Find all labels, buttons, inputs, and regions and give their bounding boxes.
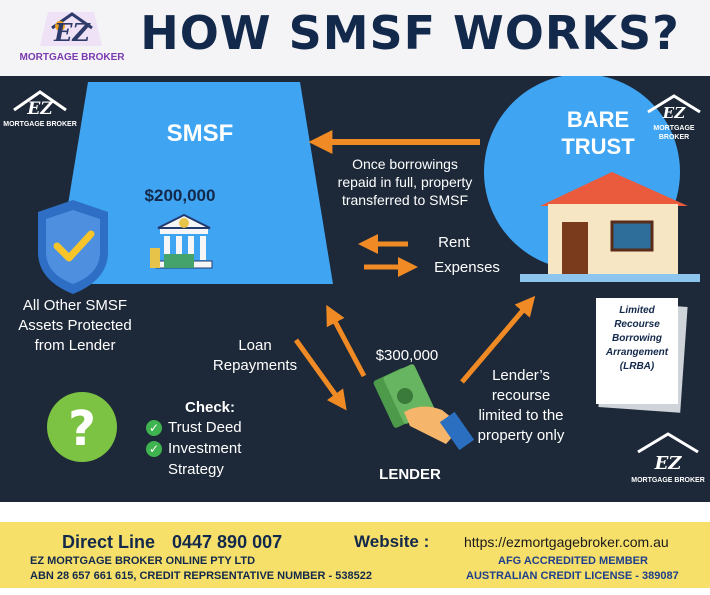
header-bar	[0, 0, 710, 76]
watermark-logo-text: EZ	[662, 104, 686, 122]
smsf-amount: $200,000	[144, 186, 216, 205]
question-icon: ?	[47, 392, 117, 462]
loan-repayments-line1: Loan	[238, 337, 272, 354]
smsf-shape	[55, 82, 333, 284]
watermark-logo-left	[13, 90, 67, 112]
check-item-investment: Investment	[168, 440, 242, 457]
footer-band	[0, 522, 710, 588]
afg-text: AFG ACCREDITED MEMBER	[498, 555, 648, 567]
lrba-line-3: Borrowing	[612, 333, 662, 344]
page-title: HOW SMSF WORKS?	[140, 6, 680, 60]
lrba-document-icon	[596, 298, 688, 413]
rent-label: Rent	[438, 234, 470, 251]
check-title: Check:	[184, 399, 236, 416]
license-text: AUSTRALIAN CREDIT LICENSE - 389087	[466, 570, 679, 582]
company-logo: EZ MORTGAGE BROKER	[18, 6, 126, 70]
protected-note-line2: Assets Protected	[18, 317, 132, 334]
money-hand-icon	[373, 364, 475, 451]
check-icon: ✓	[146, 441, 162, 457]
check-item-strategy: Strategy	[168, 461, 224, 478]
watermark-logo-subtitle: MORTGAGE BROKER	[631, 477, 705, 484]
lrba-line-2: Recourse	[614, 319, 660, 330]
lrba-document-text: Limited Recourse Borrowing Arrangement (…	[596, 304, 678, 374]
recourse-note-line4: property only	[477, 427, 565, 444]
lender-to-smsf-arrow	[326, 304, 367, 378]
expenses-label: Expenses	[434, 259, 500, 276]
transfer-note-line3: transferred to SMSF	[341, 192, 469, 208]
protected-note-line3: from Lender	[34, 337, 116, 354]
logo-subtitle: MORTGAGE BROKER	[19, 52, 125, 63]
smsf-label: SMSF	[166, 120, 234, 147]
check-icon: ✓	[146, 420, 162, 436]
recourse-note-line1: Lender’s	[492, 367, 550, 384]
loan-repayments-line2: Repayments	[212, 357, 298, 374]
bare-trust-label-line2: TRUST	[561, 134, 635, 159]
watermark-logo-text: EZ	[27, 99, 53, 119]
smsf-diagram: ?	[13, 76, 701, 462]
watermark-logo-subtitle: MORTGAGE BROKER	[3, 121, 77, 128]
lrba-line-4: Arrangement	[605, 347, 669, 358]
company-name: EZ MORTGAGE BROKER ONLINE PTY LTD	[30, 555, 256, 567]
phone-number[interactable]: 0447 890 007	[172, 532, 283, 552]
loan-repayment-arrow	[293, 338, 347, 411]
recourse-note-line3: limited to the	[478, 407, 564, 424]
watermark-logo-right-top	[647, 94, 701, 114]
lender-amount: $300,000	[375, 347, 439, 364]
website-link[interactable]: https://ezmortgagebroker.com.au	[464, 534, 669, 550]
watermark-logo-right-bottom	[637, 432, 699, 454]
protected-note-line1: All Other SMSF	[22, 297, 128, 314]
shield-icon	[38, 200, 108, 294]
transfer-note-line2: repaid in full, property	[337, 174, 473, 190]
bare-trust-label-line1: BARE	[566, 107, 630, 132]
direct-line-label: Direct Line	[62, 532, 156, 552]
watermark-logo-subtitle: MORTGAGE BROKER	[653, 125, 695, 141]
transfer-note-line1: Once borrowings	[352, 156, 458, 172]
website-label: Website :	[354, 532, 430, 551]
abn-text: ABN 28 657 661 615, CREDIT REPRSENTATIVE…	[30, 570, 372, 582]
check-item-trust-deed: Trust Deed	[168, 419, 242, 436]
logo-text: EZ	[54, 18, 90, 47]
recourse-note-line2: recourse	[491, 387, 551, 404]
recourse-arrow	[460, 295, 536, 384]
lrba-line-5: (LRBA)	[619, 361, 655, 372]
lender-label: LENDER	[379, 466, 441, 483]
house-icon	[520, 172, 700, 282]
lrba-line-1: Limited	[619, 305, 655, 316]
svg-text:?: ?	[68, 401, 96, 457]
bank-icon	[150, 213, 213, 269]
watermark-logo-text: EZ	[654, 453, 682, 474]
